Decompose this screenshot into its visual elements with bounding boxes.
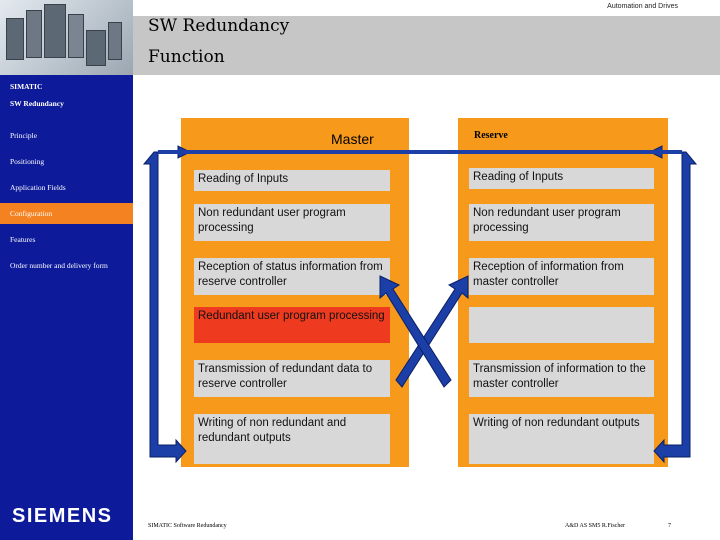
- sidebar-item-configuration[interactable]: Configuration: [10, 209, 53, 218]
- product-photo: [0, 0, 133, 75]
- sidebar-item-principle[interactable]: Principle: [10, 131, 38, 140]
- loop-arrow-right: [653, 151, 698, 464]
- exchange-arrow-reserve-to-master: [379, 275, 452, 388]
- footer-left: SIMATIC Software Redundancy: [148, 523, 227, 529]
- reserve-step-empty: [469, 307, 654, 343]
- master-step-redundant-program: Redundant user program processing: [194, 307, 390, 343]
- reserve-step-non-redundant-program: Non redundant user program processing: [469, 204, 654, 241]
- exchange-arrow-master-to-reserve: [395, 275, 469, 388]
- master-heading: Master: [331, 131, 374, 147]
- master-step-read-inputs: Reading of Inputs: [194, 170, 390, 191]
- sidebar-item-order-number[interactable]: Order number and delivery form: [10, 261, 108, 270]
- sidebar-section-simatic: SIMATIC: [10, 82, 43, 91]
- loop-arrow-left: [142, 151, 187, 464]
- page-number: 7: [668, 523, 671, 529]
- page-title: SW Redundancy: [148, 16, 290, 36]
- sidebar-active-highlight: [0, 203, 133, 224]
- company-name: Automation and Drives: [607, 3, 678, 10]
- page-subtitle: Function: [148, 47, 225, 67]
- sidebar-item-features[interactable]: Features: [10, 235, 36, 244]
- master-step-non-redundant-program: Non redundant user program processing: [194, 204, 390, 241]
- sidebar-item-positioning[interactable]: Positioning: [10, 157, 45, 166]
- reserve-step-receive-info: Reception of information from master con…: [469, 258, 654, 295]
- sidebar: [0, 75, 133, 540]
- header-band: [133, 16, 720, 75]
- reserve-heading: Reserve: [474, 130, 508, 141]
- reserve-step-write-outputs: Writing of non redundant outputs: [469, 414, 654, 464]
- reserve-step-transmit-info: Transmission of information to the maste…: [469, 360, 654, 397]
- footer-right: A&D AS SM5 R.Fischer: [565, 523, 626, 529]
- master-step-transmit-data: Transmission of redundant data to reserv…: [194, 360, 390, 397]
- reserve-step-read-inputs: Reading of Inputs: [469, 168, 654, 189]
- sidebar-item-application-fields[interactable]: Application Fields: [10, 183, 66, 192]
- sidebar-section-sw-redundancy: SW Redundancy: [10, 99, 64, 108]
- master-step-write-outputs: Writing of non redundant and redundant o…: [194, 414, 390, 464]
- siemens-logo: SIEMENS: [12, 505, 113, 527]
- master-step-receive-status: Reception of status information from res…: [194, 258, 390, 295]
